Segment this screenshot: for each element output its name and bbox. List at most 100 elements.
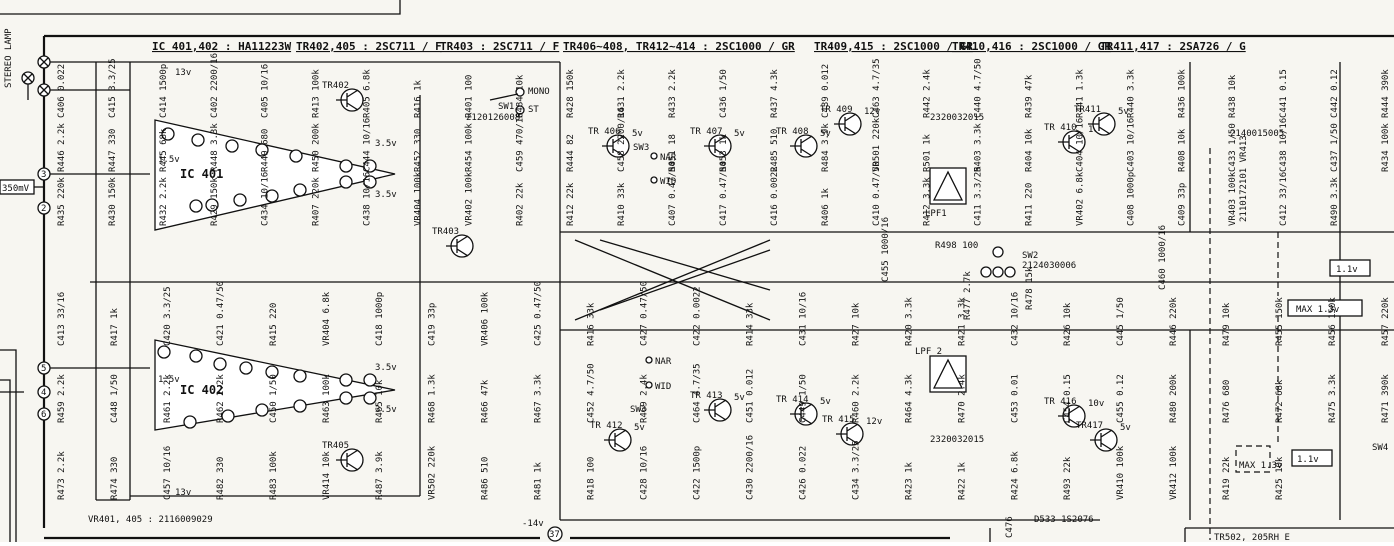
svg-text:WID: WID	[655, 382, 671, 392]
svg-text:WID: WID	[660, 177, 676, 187]
bottom-component-label: C420 3.3/25	[163, 286, 173, 346]
svg-text:3: 3	[41, 170, 46, 180]
transistor-voltage: 5v	[734, 393, 745, 403]
top-component-label: R440 3.3k	[1126, 69, 1136, 118]
transistor-label: TR 408	[776, 127, 809, 137]
header-tr411: TR411,417 : 2SA726 / G	[1100, 40, 1246, 53]
c476-label: C476	[1005, 516, 1015, 538]
top-component-label: C406 0.022	[57, 64, 67, 118]
top-component-label: R429 150k	[210, 177, 220, 226]
top-component-label: R411 220	[1025, 183, 1035, 226]
transistor-label: TR417	[1076, 421, 1103, 431]
top-component-label: VR402 100k	[464, 171, 474, 226]
bottom-component-label: R460 2.2k	[851, 374, 861, 423]
bottom-component-label: R483 100k	[269, 451, 279, 500]
transistor-label: TR 409	[820, 105, 853, 115]
top-component-label: R449 680	[261, 129, 271, 172]
bottom-component-label: C413 33/16	[57, 292, 67, 346]
transistor-voltage: 5v	[820, 397, 831, 407]
bottom-component-label: R446 220k	[1169, 297, 1179, 346]
bottom-component-label: C464 4.7/35	[693, 363, 703, 423]
top-component-label: R410 33k	[617, 182, 627, 226]
top-component-label: R413 100k	[312, 69, 322, 118]
top-component-label: R444 82	[566, 134, 576, 172]
top-component-label: R412 22k	[566, 182, 576, 226]
top-component-label: R435 220k	[57, 177, 67, 226]
bottom-component-label: C428 10/16	[640, 446, 650, 500]
bottom-component-label: C427 0.47/50	[640, 281, 650, 346]
lpf1-filter: LPF1	[925, 167, 967, 219]
svg-text:SW1: SW1	[498, 102, 514, 112]
svg-text:13v: 13v	[175, 488, 191, 498]
transistor-tr402: TR402	[322, 81, 364, 112]
top-component-label: R484 10k	[515, 74, 525, 118]
transistor-label: TR 412	[590, 421, 623, 431]
bottom-component-label: R467 3.3k	[534, 374, 544, 423]
svg-text:5: 5	[41, 364, 46, 374]
top-component-label: R407 220k	[312, 177, 322, 226]
top-component-label: C434 10/16	[261, 172, 271, 226]
bottom-component-label: C450 1/50	[269, 374, 279, 423]
bottom-component-label: R464 4.3k	[904, 374, 914, 423]
bottom-component-label: R493 22k	[1063, 456, 1073, 500]
c460-label: C460 1000/16	[1158, 225, 1168, 290]
transistor-label: TR403	[432, 227, 459, 237]
bottom-component-label: R415 220	[269, 303, 279, 346]
box-1v-top: 1.1v	[1329, 259, 1371, 277]
transistor-voltage: 12v	[864, 107, 880, 117]
top-component-label: R484 3.9k	[821, 123, 831, 172]
bottom-component-label: R426 10k	[1063, 302, 1073, 346]
top-component-label: R406 1k	[821, 187, 831, 226]
transistor-voltage: 12v	[866, 417, 882, 427]
bottom-component-label: VR502 220k	[428, 445, 438, 500]
transistor-label: TR402	[322, 81, 349, 91]
transistor-voltage: 5v	[632, 129, 643, 139]
transistor-tr405: TR405	[322, 441, 364, 472]
header-tr402: TR402,405 : 2SC711 / F	[296, 40, 442, 53]
svg-text:MONO: MONO	[528, 87, 550, 97]
bottom-component-label: C425 0.47/50	[534, 281, 544, 346]
top-component-label: R433 2.2k	[668, 69, 678, 118]
svg-text:3.5v: 3.5v	[375, 363, 397, 373]
bottom-component-label: R456 150k	[1328, 297, 1338, 346]
sw3-top: SW3 NAR WID	[633, 143, 677, 187]
bottom-component-label: C432 10/16	[1010, 292, 1020, 346]
transistor-tr409: TR 409 12v	[820, 105, 880, 136]
tr-bottom-label: TR502, 205RH E	[1214, 533, 1290, 542]
svg-text:NAR: NAR	[660, 153, 677, 163]
top-component-label: R430 150k	[108, 177, 118, 226]
top-component-label: C402 2200/16	[210, 53, 220, 118]
transistor-label: TR 406	[588, 127, 621, 137]
header-tr409: TR409,415 : 2SC1000 / GR	[814, 40, 973, 53]
part-2320-top: 2320032015	[930, 113, 984, 123]
bottom-component-label: R417 1k	[110, 307, 120, 346]
top-component-label: VR402 6.8k	[1076, 171, 1086, 226]
input-level-box: 350mV	[0, 179, 35, 195]
bottom-component-label: R482 330	[216, 457, 226, 500]
transistor-label: TR 413	[690, 391, 723, 401]
top-component-label: C444 10/16	[363, 118, 373, 172]
top-component-label: R454 100k	[464, 123, 474, 172]
svg-text:1.1v: 1.1v	[1297, 455, 1319, 465]
top-component-label: C414 1500p	[159, 64, 169, 118]
top-component-label: C417 0.47/50	[719, 161, 729, 226]
top-component-label: R405 6.8k	[363, 69, 373, 118]
sw-2140-label: 2140015005	[1230, 129, 1284, 139]
transistor-tr414: TR 414 5v	[776, 395, 831, 426]
top-component-label: R444 390k	[1381, 69, 1391, 118]
bottom-component-label: R475 3.3k	[1328, 374, 1338, 423]
transistor-label: TR 414	[776, 395, 809, 405]
bottom-component-label: R455 150k	[1275, 297, 1285, 346]
top-component-label: R436 100k	[1177, 69, 1187, 118]
top-component-label: R431 2.2k	[617, 69, 627, 118]
top-component-label: C458 2200/16	[617, 107, 627, 172]
top-component-label: C439 0.012	[821, 64, 831, 118]
top-component-label: R437 4.3k	[770, 69, 780, 118]
bottom-component-label: C434 3.3/25	[851, 440, 861, 500]
top-component-label: R412 3.3k	[923, 177, 933, 226]
top-component-label: R448 3.3k	[210, 123, 220, 172]
bottom-component-label: R422 1k	[957, 461, 967, 500]
